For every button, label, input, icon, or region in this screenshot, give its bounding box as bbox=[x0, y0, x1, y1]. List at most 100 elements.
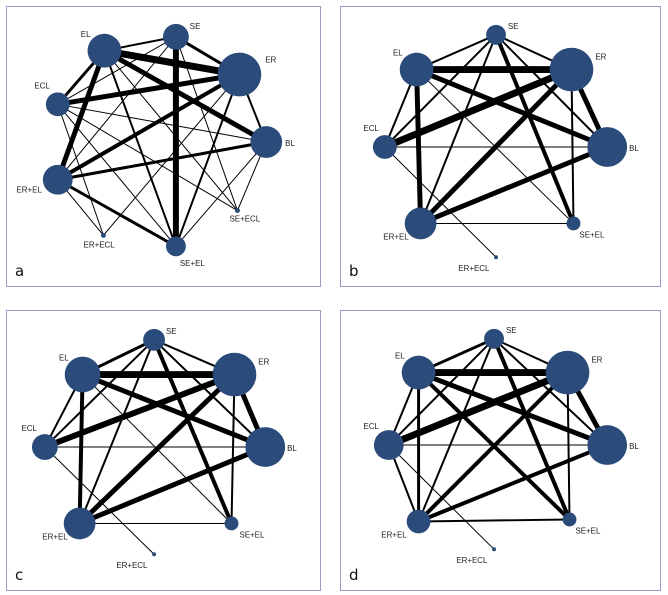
node-label-se-ecl: SE+ECL bbox=[230, 214, 261, 223]
edge-bl--er-el bbox=[419, 144, 609, 226]
edge-er--ecl bbox=[43, 371, 236, 450]
edge-el--bl bbox=[103, 48, 268, 145]
edge-se--er-el bbox=[417, 338, 495, 522]
node-se bbox=[486, 24, 506, 45]
node-el bbox=[399, 52, 434, 87]
edge-el--bl bbox=[417, 370, 609, 448]
node-se bbox=[484, 328, 504, 349]
node-label-er-el: ER+EL bbox=[381, 530, 407, 539]
node-bl bbox=[250, 126, 283, 158]
node-label-ecl: ECL bbox=[363, 422, 379, 431]
node-ecl bbox=[373, 430, 404, 460]
node-label-se: SE bbox=[166, 327, 177, 336]
network-panel-d: SE EL ER ECL BL ER+EL SE+EL ER+ECL d bbox=[340, 310, 661, 591]
edge-se--se-el bbox=[492, 338, 572, 521]
panel-letter: d bbox=[349, 566, 359, 584]
edge-bl--er-el bbox=[78, 444, 267, 526]
node-label-el: EL bbox=[59, 354, 69, 363]
node-label-er-el: ER+EL bbox=[42, 532, 68, 541]
node-el bbox=[401, 355, 436, 390]
edge-se--bl bbox=[153, 339, 266, 448]
node-label-bl: BL bbox=[629, 144, 639, 153]
node-label-el: EL bbox=[395, 352, 405, 361]
edge-ecl--er-ecl bbox=[388, 444, 495, 550]
node-er-ecl bbox=[152, 552, 157, 557]
node-label-er-el: ER+EL bbox=[16, 186, 42, 195]
node-label-er: ER bbox=[265, 56, 276, 65]
edge-ecl--bl bbox=[57, 103, 267, 143]
node-er-el bbox=[42, 164, 73, 195]
node-label-se: SE bbox=[506, 326, 517, 335]
edge-se--ecl bbox=[388, 338, 495, 446]
node-label-se: SE bbox=[508, 22, 519, 31]
edge-ecl--se-el bbox=[57, 103, 177, 247]
edge-er-el--se-el bbox=[418, 518, 570, 523]
node-label-se: SE bbox=[190, 22, 201, 31]
node-label-er-ecl: ER+ECL bbox=[456, 556, 488, 565]
edge-el--bl bbox=[81, 372, 267, 450]
node-er-ecl bbox=[492, 547, 497, 552]
edge-bl--se-el bbox=[175, 141, 267, 247]
node-ecl bbox=[31, 434, 58, 460]
node-el bbox=[87, 33, 122, 68]
node-label-bl: BL bbox=[629, 442, 639, 451]
node-label-er-ecl: ER+ECL bbox=[84, 240, 116, 249]
node-er-ecl bbox=[494, 255, 499, 260]
node-label-se-el: SE+EL bbox=[575, 526, 601, 535]
node-bl bbox=[587, 425, 628, 465]
node-se-ecl bbox=[234, 208, 240, 214]
node-er bbox=[549, 47, 594, 92]
edge-el--er bbox=[103, 47, 241, 78]
edge-er--se-el bbox=[230, 374, 236, 524]
edge-ecl--er bbox=[57, 72, 240, 107]
edge-el--se-el bbox=[82, 374, 232, 524]
edge-el--se-el bbox=[103, 50, 177, 247]
node-se bbox=[143, 328, 165, 351]
edge-bl--er-el bbox=[417, 443, 608, 524]
node-label-er-ecl: ER+ECL bbox=[458, 264, 490, 273]
node-er-el bbox=[404, 207, 437, 240]
edge-el--se-ecl bbox=[104, 50, 238, 211]
edge-er-el--se-el bbox=[57, 178, 177, 248]
node-ecl bbox=[45, 92, 70, 117]
node-er-ecl bbox=[100, 232, 106, 238]
edge-se--ecl bbox=[44, 339, 155, 448]
edge-se--er-el bbox=[57, 36, 177, 181]
node-se bbox=[163, 23, 189, 50]
edge-er--er-ecl bbox=[103, 74, 240, 236]
node-se-el bbox=[566, 216, 581, 231]
node-label-er: ER bbox=[258, 358, 269, 367]
node-er bbox=[212, 352, 257, 397]
node-label-er-ecl: ER+ECL bbox=[116, 561, 148, 570]
node-se-el bbox=[165, 236, 186, 257]
edge-el--bl bbox=[415, 67, 609, 150]
node-label-ecl: ECL bbox=[34, 81, 50, 90]
node-label-ecl: ECL bbox=[363, 124, 379, 133]
edge-ecl--er-ecl bbox=[57, 104, 104, 236]
node-label-el: EL bbox=[393, 49, 403, 58]
node-label-er-el: ER+EL bbox=[383, 232, 409, 241]
edge-er-el--er bbox=[419, 68, 573, 225]
node-el bbox=[64, 356, 101, 393]
edge-se--se-el bbox=[494, 34, 576, 225]
panel-letter: a bbox=[15, 262, 25, 280]
node-er bbox=[217, 52, 262, 97]
node-er-el bbox=[406, 509, 431, 534]
node-label-er: ER bbox=[591, 356, 602, 365]
edge-se--se-ecl bbox=[175, 36, 238, 211]
edge-se--er-el bbox=[419, 34, 497, 224]
edge-ecl--er-ecl bbox=[44, 446, 155, 555]
edge-se--ecl bbox=[57, 36, 177, 105]
node-bl bbox=[245, 427, 286, 467]
node-er bbox=[545, 350, 590, 395]
edge-er--er-el bbox=[56, 72, 241, 182]
edge-se--ecl bbox=[384, 34, 497, 148]
node-label-ecl: ECL bbox=[21, 424, 37, 433]
node-er-el bbox=[63, 507, 96, 540]
edge-er--se-el bbox=[174, 74, 241, 247]
